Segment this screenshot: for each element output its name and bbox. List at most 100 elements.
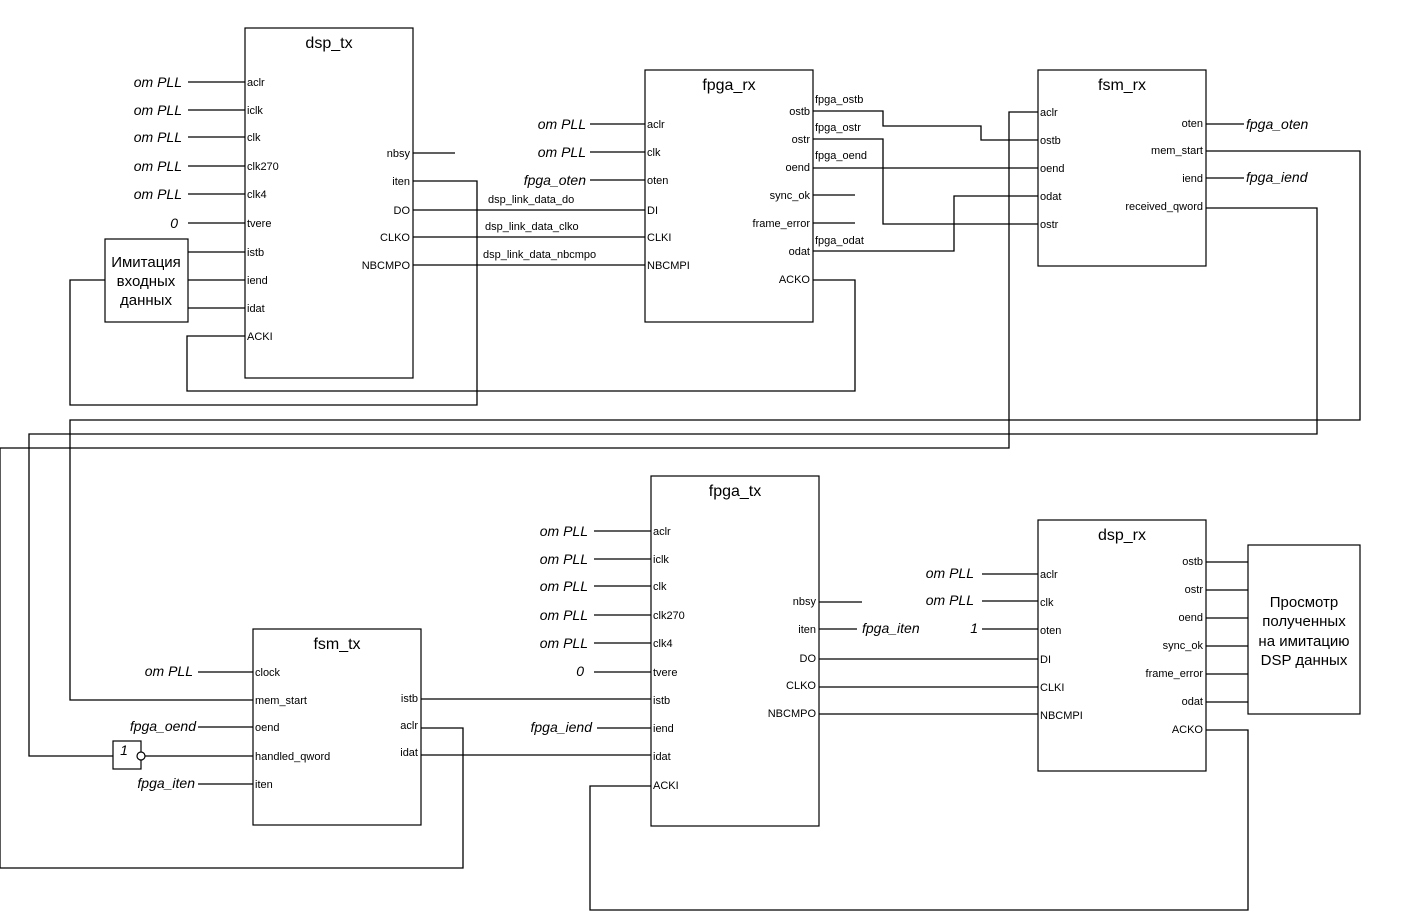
port-label: clk270	[653, 610, 685, 622]
port-label: nbsy	[793, 596, 817, 608]
port-label: iclk	[653, 554, 669, 566]
ext-label: от PLL	[134, 158, 182, 174]
port-label: NBCMPO	[768, 708, 817, 720]
inverter-label: 1	[120, 742, 128, 758]
port-label: sync_ok	[770, 190, 811, 202]
port-label: NBCMPI	[647, 260, 690, 272]
port-label: iten	[255, 779, 273, 791]
port-label: CLKO	[380, 232, 410, 244]
port-label: clk	[653, 581, 667, 593]
port-label: clk	[1040, 597, 1054, 609]
port-label: aclr	[653, 526, 671, 538]
signal-label: fpga_oend	[815, 150, 867, 162]
port-label: oten	[647, 175, 668, 187]
note-line: DSP данных	[1261, 652, 1348, 669]
wire-label: dsp_link_data_clko	[485, 221, 579, 233]
port-label: odat	[1040, 191, 1061, 203]
port-label: frame_error	[753, 218, 811, 230]
viewer-box: Просмотр полученных на имитацию DSP данн…	[1247, 544, 1361, 715]
port-label: oend	[786, 162, 810, 174]
note-line: полученных	[1262, 613, 1346, 630]
block-title: dsp_tx	[305, 35, 352, 52]
port-label: iend	[247, 275, 268, 287]
port-label: aclr	[247, 77, 265, 89]
ext-label: от PLL	[134, 186, 182, 202]
port-label: iend	[653, 723, 674, 735]
ext-label: от PLL	[926, 592, 974, 608]
port-label: oend	[255, 722, 279, 734]
port-label: idat	[247, 303, 265, 315]
port-label: ostb	[1040, 135, 1061, 147]
note-line: входных	[117, 273, 176, 290]
ext-label: от PLL	[538, 116, 586, 132]
block-fsm-tx: fsm_tx clock mem_start oend handled_qwor…	[252, 628, 422, 826]
ext-label: от PLL	[134, 102, 182, 118]
port-label: clk270	[247, 161, 279, 173]
ext-label: от PLL	[926, 565, 974, 581]
port-label: iclk	[247, 105, 263, 117]
port-label: clk	[247, 132, 261, 144]
port-label: aclr	[1040, 107, 1058, 119]
note-line: на имитацию	[1258, 633, 1349, 650]
ext-label: от PLL	[540, 607, 588, 623]
port-label: DO	[800, 653, 817, 665]
ext-label: от PLL	[134, 129, 182, 145]
port-label: ostr	[792, 134, 811, 146]
block-title: fpga_tx	[709, 483, 761, 500]
block-title: fpga_rx	[702, 77, 755, 94]
port-label: istb	[401, 693, 418, 705]
ext-label: fpga_iend	[530, 719, 593, 735]
port-label: tvere	[653, 667, 677, 679]
port-label: aclr	[1040, 569, 1058, 581]
port-label: ostb	[1182, 556, 1203, 568]
port-label: tvere	[247, 218, 271, 230]
block-fsm-rx: fsm_rx aclr ostb oend odat ostr oten mem…	[1037, 69, 1207, 267]
signal-label: fpga_ostb	[815, 94, 863, 106]
ext-label: от PLL	[134, 74, 182, 90]
ext-label: fpga_iten	[862, 620, 920, 636]
port-label: CLKI	[647, 232, 671, 244]
wire-labels: dsp_link_data_do dsp_link_data_clko dsp_…	[483, 94, 867, 261]
port-label: odat	[1182, 696, 1203, 708]
port-label: istb	[653, 695, 670, 707]
port-label: idat	[653, 751, 671, 763]
ext-label: fpga_oend	[130, 718, 197, 734]
port-label: received_qword	[1125, 201, 1203, 213]
port-label: handled_qword	[255, 751, 330, 763]
block-title: dsp_rx	[1098, 527, 1146, 544]
ext-label: fpga_iten	[137, 775, 195, 791]
port-label: nbsy	[387, 148, 411, 160]
port-label: istb	[247, 247, 264, 259]
port-label: CLKO	[786, 680, 816, 692]
port-label: ACKO	[779, 274, 811, 286]
ext-label: fpga_oten	[524, 172, 586, 188]
ext-label: 1	[970, 620, 978, 636]
block-dsp-rx: dsp_rx aclr clk oten DI CLKI NBCMPI ostb…	[1037, 519, 1207, 772]
port-label: mem_start	[1151, 145, 1203, 157]
port-label: ostr	[1040, 219, 1059, 231]
ext-label: fpga_iend	[1246, 169, 1309, 185]
inverter-gate: 1	[112, 740, 146, 770]
block-fpga-tx: fpga_tx aclr iclk clk clk270 clk4 tvere …	[650, 475, 820, 827]
port-label: ostb	[789, 106, 810, 118]
ext-label: 0	[170, 215, 178, 231]
input-simulation-box: Имитация входных данных	[104, 238, 189, 323]
port-label: idat	[400, 747, 418, 759]
block-dsp-tx: dsp_tx aclr iclk clk clk270 clk4 tvere i…	[244, 27, 414, 379]
port-label: DI	[1040, 654, 1051, 666]
port-label: CLKI	[1040, 682, 1064, 694]
port-label: oten	[1182, 118, 1203, 130]
note-line: данных	[120, 292, 172, 309]
block-title: fsm_rx	[1098, 77, 1146, 94]
note-line: Имитация	[111, 254, 181, 271]
ext-label: 0	[576, 663, 584, 679]
port-label: odat	[789, 246, 810, 258]
port-label: ostr	[1185, 584, 1204, 596]
ext-label: от PLL	[540, 523, 588, 539]
block-title: fsm_tx	[313, 636, 360, 653]
port-label: clk4	[653, 638, 673, 650]
port-label: mem_start	[255, 695, 307, 707]
signal-label: fpga_odat	[815, 235, 864, 247]
port-label: oend	[1179, 612, 1203, 624]
port-label: NBCMPO	[362, 260, 411, 272]
